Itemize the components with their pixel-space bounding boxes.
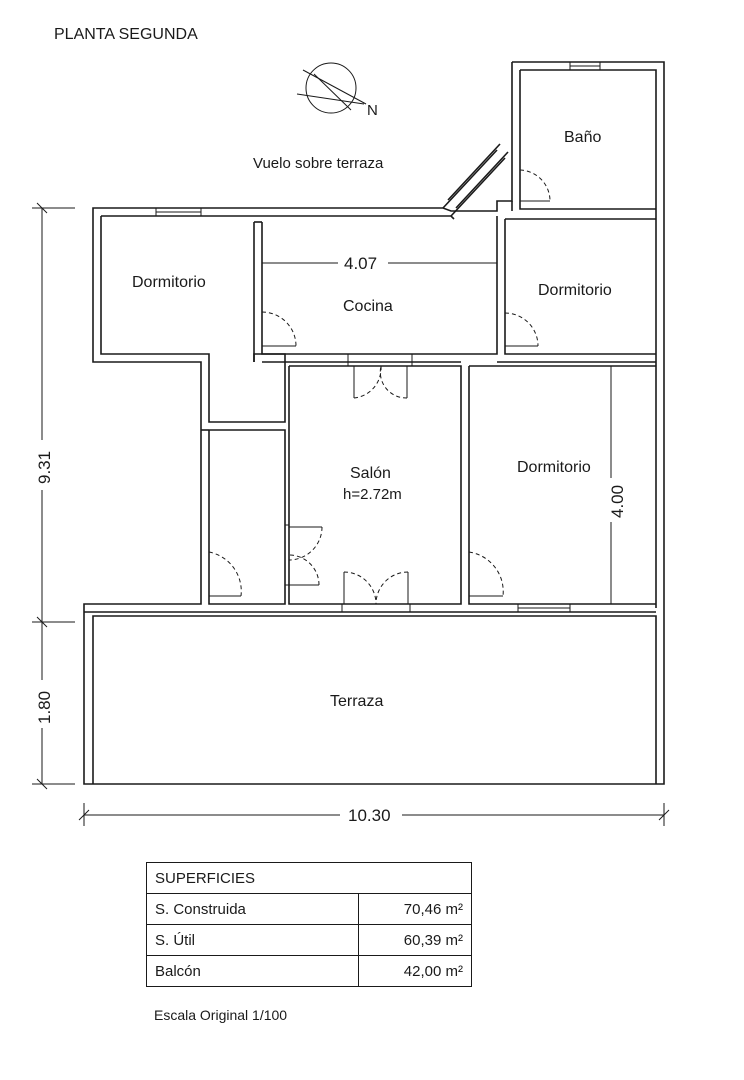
terraza-label: Terraza — [330, 693, 383, 710]
table-row: Balcón 42,00 m² — [146, 955, 472, 987]
total-height-dimension: 9.31 — [32, 202, 75, 628]
salon-label: Salón — [350, 465, 391, 482]
total-width-dimension: 10.30 — [78, 803, 670, 826]
surfaces-table: SUPERFICIES S. Construida 70,46 m² S. Út… — [146, 862, 472, 987]
vuelo-label: Vuelo sobre terraza — [253, 155, 384, 172]
surface-value: 60,39 m² — [358, 924, 472, 956]
surface-label: Balcón — [146, 955, 359, 987]
cocina-width-dimension: 4.07 — [261, 254, 498, 273]
compass-icon: N — [296, 62, 378, 119]
scale-note: Escala Original 1/100 — [154, 1007, 288, 1023]
surface-value: 42,00 m² — [358, 955, 472, 987]
cocina-label: Cocina — [343, 298, 393, 315]
dorm-e-label: Dormitorio — [517, 459, 591, 476]
windows — [155, 61, 601, 613]
compass-north-label: N — [367, 102, 378, 119]
doors — [208, 169, 551, 613]
cocina-width-value: 4.07 — [344, 254, 377, 273]
dorm-height-value: 4.00 — [608, 485, 627, 518]
table-row: S. Útil 60,39 m² — [146, 924, 472, 956]
dorm-height-dimension: 4.00 — [606, 365, 627, 605]
table-row: S. Construida 70,46 m² — [146, 893, 472, 925]
dorm-nw-label: Dormitorio — [132, 274, 206, 291]
dorm-ne-label: Dormitorio — [538, 282, 612, 299]
terraza-height-value: 1.80 — [35, 691, 54, 724]
total-height-value: 9.31 — [35, 451, 54, 484]
salon-height-label: h=2.72m — [343, 486, 402, 503]
surfaces-header-row: SUPERFICIES — [146, 862, 472, 894]
plan-title: PLANTA SEGUNDA — [54, 26, 198, 43]
surface-value: 70,46 m² — [358, 893, 472, 925]
surface-label: S. Útil — [146, 924, 359, 956]
terraza-height-dimension: 1.80 — [32, 622, 75, 790]
total-width-value: 10.30 — [348, 806, 391, 825]
surface-label: S. Construida — [146, 893, 359, 925]
bano-label: Baño — [564, 129, 601, 146]
surfaces-header: SUPERFICIES — [146, 862, 472, 894]
